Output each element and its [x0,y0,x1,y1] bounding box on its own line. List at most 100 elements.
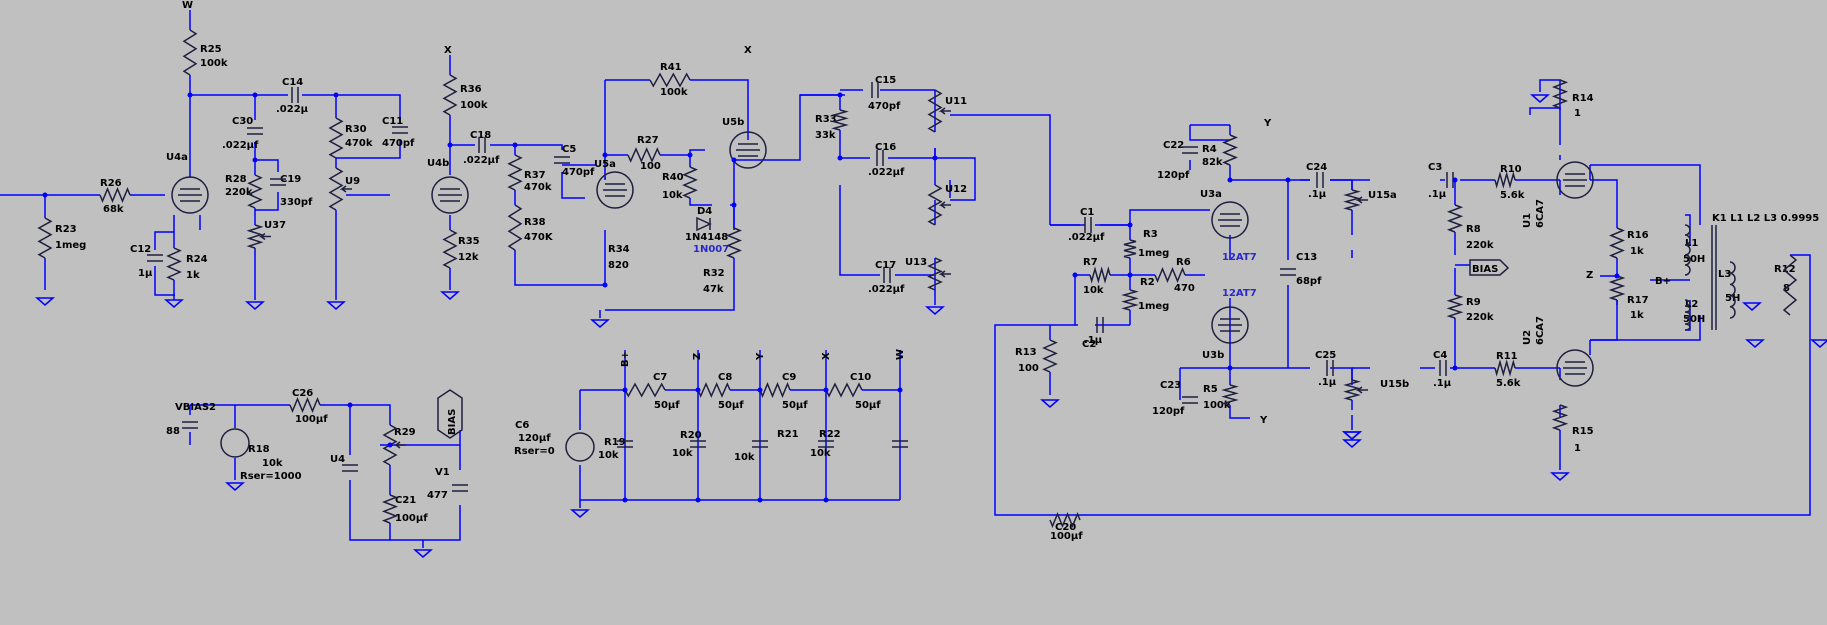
value-r2: 1meg [1138,301,1169,312]
value-c21: 477 [427,490,448,501]
junction-dot [447,142,453,148]
capacitor-symbol [270,178,286,186]
label-r34: R34 [608,244,630,255]
resistor-symbol [1608,275,1626,301]
capacitor-symbol [182,421,198,429]
value-c4: .1µ [1433,378,1452,389]
ground-symbol [245,301,265,310]
label-c14: C14 [282,77,303,88]
ground-symbol [225,482,245,491]
tube-u4a [171,176,209,214]
net-label-y-2: Y [1259,415,1268,426]
capacitor-symbol [1316,172,1324,188]
capacitor-symbol [291,87,299,103]
capacitor-symbol [876,150,884,166]
label-c12: C12 [130,244,151,255]
junction-dot [1614,273,1620,279]
label-c20: VBIAS2 [175,402,216,413]
value-r8: 220k [1466,240,1494,251]
tube-elements [438,188,462,202]
label-d4: D4 [697,206,712,217]
resistor-symbol [442,229,458,269]
value-c30: .022µf [222,140,259,151]
value-r15: 1 [1574,443,1581,454]
d4-model: 1N007 [693,244,729,255]
capacitor-symbol [554,156,570,164]
resistor-symbol [1494,359,1516,377]
value-r41: 100k [660,87,688,98]
label-u1: U1 [1522,213,1533,228]
bplus-supply [579,350,901,508]
label-r19: C7 [653,372,667,383]
label-r4: R4 [1202,144,1217,155]
label-c11: C11 [382,116,403,127]
tube-elements [1218,213,1242,227]
junction-dot [622,387,628,393]
label-c9: R22 [819,429,841,440]
label-c6: R19 [604,437,626,448]
value-r5: 100k [1203,400,1231,411]
value-c22: 120pf [1157,170,1190,181]
value-r36: 100k [460,100,488,111]
capacitor-symbol [1084,217,1092,233]
value-r37: 470k [524,182,552,193]
capacitor-symbol [1280,268,1296,276]
label-u9: U9 [345,176,360,187]
resistor-symbol [1609,227,1625,259]
v1-rser: Rser=0 [514,446,555,457]
value-r21: 50µf [782,400,808,411]
junction-dot [42,192,48,198]
label-c18: C18 [470,130,491,141]
junction-dot [1452,177,1458,183]
capacitor-symbol [1446,172,1454,188]
junction-dot [932,155,938,161]
resistor-symbol [1221,384,1239,406]
label-c1: C1 [1080,207,1094,218]
junction-dot [1127,272,1133,278]
label-u4b: U4b [427,158,449,169]
net-label-bias-2: BIAS [1472,264,1498,275]
tube-u4b [431,176,469,214]
label-r17: R17 [1627,295,1649,306]
resistor-symbol [166,247,182,281]
value-r33: 33k [815,130,836,141]
value-l3: 5H [1725,293,1740,304]
junction-dot [687,152,693,158]
wiper-arrow [1355,386,1368,394]
value-d4: 1N4148 [685,232,728,243]
value-r17: 1k [1630,310,1644,321]
net-label-x: X [444,45,452,56]
component-symbols [35,29,1827,558]
value-c20: 88 [166,426,180,437]
junction-dot [602,152,608,158]
capacitor-symbol [617,440,633,448]
capacitor-symbol [342,464,358,472]
junction-dot [347,402,353,408]
resistor-symbol [831,109,849,131]
label-r5: R5 [1203,384,1218,395]
label-l1: L1 [1685,238,1698,249]
resistor-symbol [442,74,458,116]
junction-dot [252,157,258,163]
junction-dot [1127,222,1133,228]
label-r32: R32 [703,268,725,279]
value-c24: .1µ [1308,189,1327,200]
ground-symbol [413,549,433,558]
ground-symbol [1550,472,1570,481]
inductor-symbol [1684,299,1691,331]
value-r13: 100 [1018,363,1039,374]
ground-symbol [326,301,346,310]
label-r28: R28 [225,174,247,185]
label-u37: U37 [264,220,286,231]
label-r30: R30 [345,124,367,135]
label-r37: R37 [524,170,546,181]
junction-dot [757,497,763,503]
label-r16: R16 [1627,230,1649,241]
bias-flag-2: BIAS [1469,259,1510,276]
value-r19: 50µf [654,400,680,411]
label-r7: R7 [1083,257,1098,268]
label-c7: R20 [680,430,702,441]
value-r32: 47k [703,284,724,295]
value-r6: 470 [1174,283,1195,294]
label-r22: C10 [850,372,871,383]
